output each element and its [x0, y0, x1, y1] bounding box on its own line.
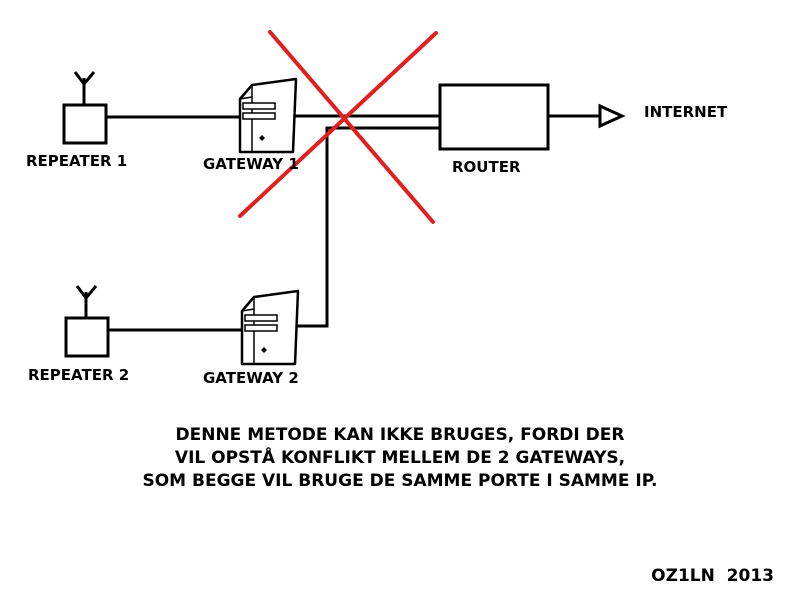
internet-label: INTERNET	[644, 103, 728, 121]
gateway1-computer-icon	[238, 77, 298, 154]
red-cross-icon	[238, 30, 438, 224]
router-box	[438, 83, 550, 151]
gateway1-label: GATEWAY 1	[203, 155, 299, 173]
author-credit: OZ1LN 2013	[651, 566, 774, 586]
repeater2-device	[64, 285, 110, 358]
repeater2-label: REPEATER 2	[28, 366, 129, 384]
explanation-caption: DENNE METODE KAN IKKE BRUGES, FORDI DER …	[0, 424, 800, 493]
gateway2-label: GATEWAY 2	[203, 369, 299, 387]
repeater1-label: REPEATER 1	[26, 152, 127, 170]
link-gateway2-router	[295, 126, 440, 328]
router-label: ROUTER	[452, 158, 521, 176]
caption-line-1: DENNE METODE KAN IKKE BRUGES, FORDI DER	[175, 425, 625, 445]
internet-arrowhead	[598, 103, 626, 129]
gateway2-computer-icon	[240, 289, 300, 366]
caption-line-3: SOM BEGGE VIL BRUGE DE SAMME PORTE I SAM…	[142, 471, 658, 491]
caption-line-2: VIL OPSTÅ KONFLIKT MELLEM DE 2 GATEWAYS,	[174, 448, 626, 468]
repeater1-device	[62, 71, 108, 145]
